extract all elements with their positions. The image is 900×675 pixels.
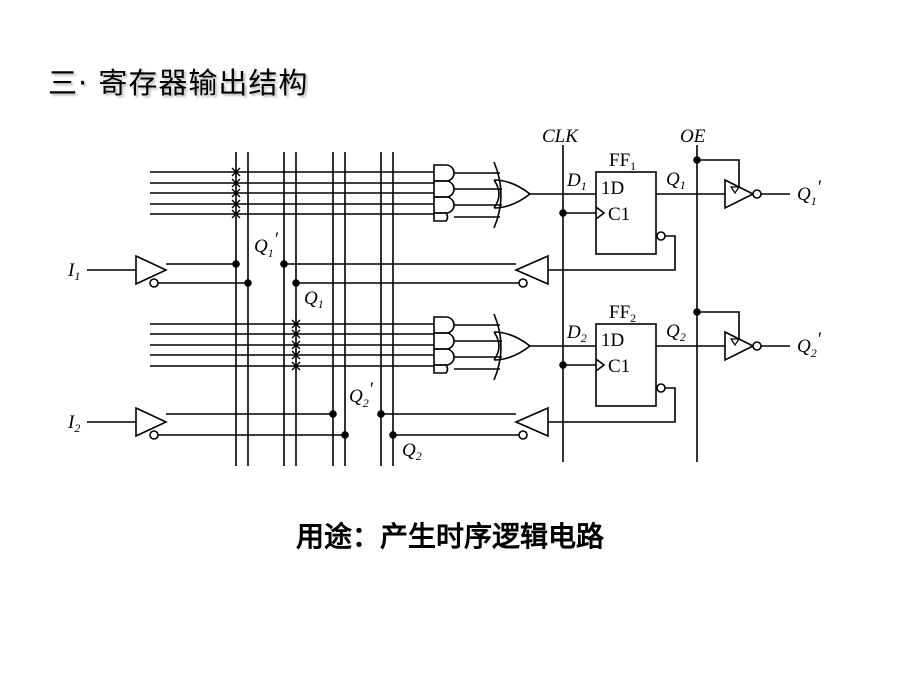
array-columns <box>235 152 394 466</box>
flip-flop-ff2 <box>548 323 725 423</box>
ff2-c-label: C1 <box>608 356 630 377</box>
ff1-d-label: 1D <box>601 178 624 199</box>
and-gates-upper <box>433 164 502 222</box>
ff1-label: FF1 <box>609 150 636 173</box>
fuse-crosses-lower <box>291 319 301 371</box>
ff2-label: FF2 <box>609 302 636 325</box>
q2-prime-output-label: Q2′ <box>797 329 822 360</box>
i1-label: I1 <box>67 260 80 283</box>
ff2-d-label: 1D <box>601 330 624 351</box>
product-lines-lower <box>150 323 434 367</box>
feedback-buffer-q2 <box>377 406 549 440</box>
d1-label: D1 <box>566 170 587 193</box>
i2-label: I2 <box>67 412 80 435</box>
q2-prime-feedback-label: Q2′ <box>349 379 374 410</box>
ff1-c-label: C1 <box>608 204 630 225</box>
product-lines-upper <box>150 171 434 215</box>
q1-prime-feedback-label: Q1′ <box>254 229 279 260</box>
or-gate-upper <box>493 161 596 229</box>
usage-caption: 用途：产生时序逻辑电路 <box>295 520 604 553</box>
flip-flop-ff1 <box>548 171 725 271</box>
q1-label: Q1 <box>666 169 686 192</box>
page-title: 三· 寄存器输出结构 <box>48 66 309 100</box>
fuse-crosses-upper <box>231 167 241 219</box>
q2-feedback-label: Q2 <box>402 440 422 463</box>
q1-feedback-label: Q1 <box>304 288 324 311</box>
output-buffer-2 <box>693 308 790 362</box>
feedback-buffer-q1 <box>280 254 549 288</box>
oe-label: OE <box>680 126 706 147</box>
output-buffer-1 <box>693 156 790 210</box>
clk-label: CLK <box>542 126 579 147</box>
d2-label: D2 <box>566 322 587 345</box>
and-gates-lower <box>433 316 502 374</box>
input-buffer-i2 <box>87 406 349 440</box>
input-buffer-i1 <box>87 254 252 288</box>
q2-label: Q2 <box>666 321 686 344</box>
q1-prime-output-label: Q1′ <box>797 177 822 208</box>
